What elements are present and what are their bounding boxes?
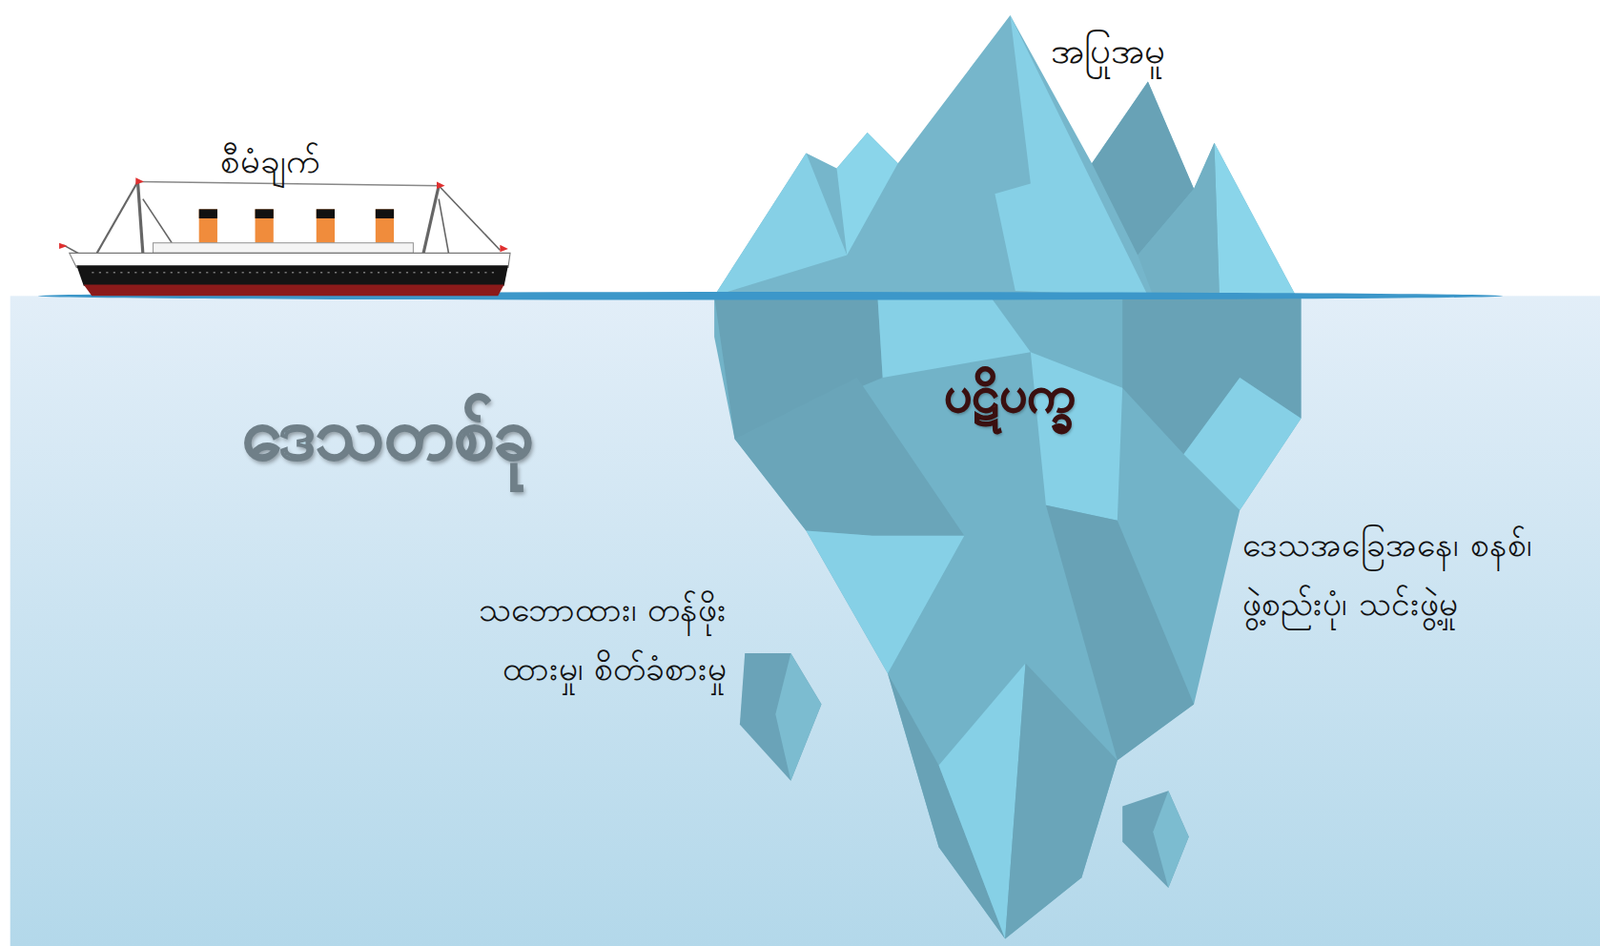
flag (59, 243, 68, 249)
iceberg-facet (1137, 143, 1220, 297)
rigging (438, 185, 500, 250)
funnel (199, 208, 218, 247)
context-note: ဒေသအခြေအနေ၊ စနစ်၊ ဖွဲ့စည်းပုံ၊ သင်းဖွဲ့မ… (1242, 514, 1580, 634)
flag (499, 245, 509, 252)
iceberg-body (714, 295, 1301, 939)
mast (137, 181, 143, 253)
iceberg-facet (1213, 143, 1296, 297)
hull-bottom (83, 285, 505, 297)
funnel (255, 208, 274, 247)
small-ice (1152, 790, 1189, 888)
flag (436, 181, 446, 188)
iceberg-tip (714, 15, 1296, 296)
rigging (438, 199, 450, 256)
funnel-top (375, 208, 394, 219)
hull (76, 265, 509, 286)
rigging (97, 181, 139, 253)
iceberg-facet (1005, 663, 1118, 940)
funnel-top (199, 208, 218, 219)
ship (59, 177, 511, 296)
small-ice (1122, 790, 1190, 888)
region-heading: ဒေသတစ်ခု (132, 388, 643, 481)
iceberg-facet (805, 530, 965, 674)
rigging (137, 181, 439, 185)
plan-label: စီမံချက် (137, 130, 403, 192)
funnel-top (316, 208, 335, 219)
funnel (316, 208, 335, 247)
iceberg-tip-body (714, 15, 1296, 296)
flag (135, 177, 144, 185)
iceberg-underwater (714, 295, 1301, 939)
funnel (375, 208, 394, 247)
iceberg-facet (714, 153, 847, 297)
iceberg-facet (735, 377, 965, 536)
behaviour-label: အပြုအမူ (1050, 18, 1316, 83)
mast (423, 185, 439, 254)
deck-house (153, 243, 414, 254)
small-ice (775, 653, 821, 781)
iceberg-facet (1183, 377, 1301, 511)
iceberg-facet (837, 132, 899, 255)
small-ice (739, 653, 822, 781)
portholes (91, 271, 495, 274)
funnel-top (255, 208, 274, 219)
sea-water (10, 295, 1600, 946)
conflict-label: ပဋိပက္ခ (846, 362, 1173, 427)
attitude-note: သဘောထား၊ တန်ဖိုးထားမှု၊ စိတ်ခံစားမှု (438, 579, 727, 698)
hull-upper (69, 252, 511, 267)
